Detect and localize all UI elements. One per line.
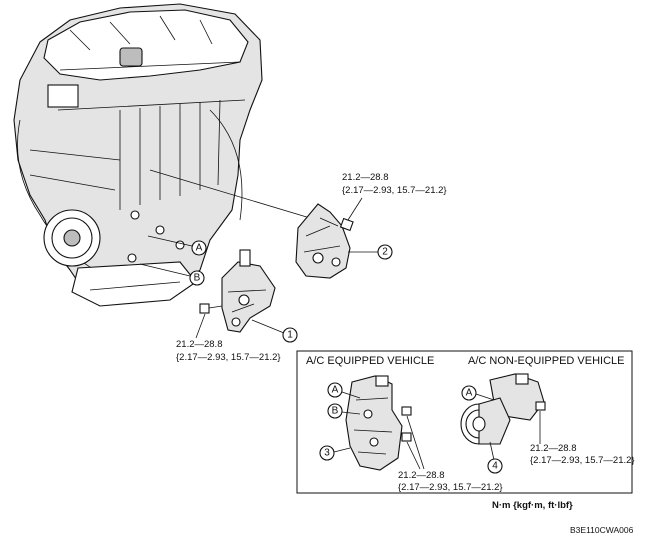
callout-2-circle <box>377 244 393 260</box>
callout-2: 2 <box>382 247 388 258</box>
figure-code: B3E110CWA006 <box>570 525 634 535</box>
callout-b-main-circle <box>189 270 205 286</box>
torque-spec-lower-value: 21.2—28.8 <box>176 339 222 350</box>
callout-a-equipped: A <box>332 385 339 396</box>
callout-b-main: B <box>194 273 201 284</box>
callout-3: 3 <box>324 448 330 459</box>
callout-a-non-equipped-circle <box>461 385 477 401</box>
callout-4: 4 <box>492 461 498 472</box>
torque-spec-inset-equipped-value: 21.2—28.8 <box>398 470 444 481</box>
callout-a-equipped-circle <box>327 382 343 398</box>
callout-4-circle <box>487 458 503 474</box>
torque-spec-lower-detail: {2.17—2.93, 15.7—21.2} <box>176 352 281 363</box>
mount-bracket-part-2 <box>295 203 351 279</box>
ac-bracket-part-3 <box>345 375 403 471</box>
bolt-lower-left <box>199 303 223 314</box>
callout-a-non-equipped: A <box>466 388 473 399</box>
mount-bracket-part-1 <box>221 249 276 333</box>
torque-spec-inset-equipped-detail: {2.17—2.93, 15.7—21.2} <box>398 482 503 493</box>
engine-illustration <box>13 3 263 307</box>
idler-bracket-part-4 <box>460 373 545 445</box>
bolt-inset-non-equipped <box>535 401 546 411</box>
torque-spec-upper-value: 21.2—28.8 <box>342 172 388 183</box>
bolt-upper-right <box>319 217 354 232</box>
callout-1-circle <box>282 327 298 343</box>
torque-spec-inset-non-equipped-detail: {2.17—2.93, 15.7—21.2} <box>530 455 635 466</box>
bolt-inset-equipped-upper <box>401 406 412 416</box>
callout-a-main: A <box>196 243 203 254</box>
inset-frame <box>296 350 633 494</box>
callout-3-circle <box>319 445 335 461</box>
inset-title-equipped: A/C EQUIPPED VEHICLE <box>306 355 434 367</box>
bolt-inset-equipped-lower <box>401 432 412 442</box>
torque-spec-upper-detail: {2.17—2.93, 15.7—21.2} <box>342 185 447 196</box>
units-note: N·m {kgf·m, ft·lbf} <box>492 500 573 511</box>
callout-b-equipped-circle <box>327 403 343 419</box>
callout-b-equipped: B <box>332 406 339 417</box>
inset-title-non-equipped: A/C NON-EQUIPPED VEHICLE <box>468 355 624 367</box>
callout-1: 1 <box>287 330 293 341</box>
callout-a-main-circle <box>191 240 207 256</box>
torque-spec-inset-non-equipped-value: 21.2—28.8 <box>530 443 576 454</box>
